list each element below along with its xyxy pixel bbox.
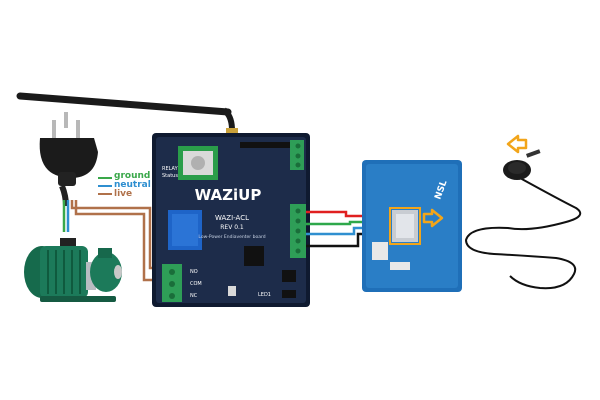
legend-live: live [114, 189, 132, 199]
probe-highlight-arrow-icon [506, 134, 528, 154]
waziup-board: WAZiUP WAZI-ACL REV 0.1 Low-Power Endiav… [152, 133, 310, 307]
legend-ground: ground [114, 171, 150, 181]
relay-label: RELAY [162, 166, 179, 172]
board-tagline: Low-Power Endiaventer board [198, 234, 265, 240]
water-pump [24, 238, 122, 302]
status-label: Status [162, 173, 178, 179]
sensor-highlight-arrow-icon [422, 208, 444, 228]
board-revision: REV 0.1 [220, 224, 244, 231]
terminal-com: COM [190, 281, 202, 287]
terminal-no: NO [190, 269, 198, 275]
led-label: LED1 [258, 292, 271, 298]
wire-legend: ground neutral live [98, 171, 151, 199]
board-model: WAZI-ACL [215, 214, 249, 222]
power-plug-icon [39, 112, 98, 207]
board-brand: WAZiUP [195, 186, 262, 204]
probe-cable [464, 177, 582, 290]
terminal-nc: NC [190, 293, 198, 299]
sensor-board: NSL [362, 160, 462, 292]
wire-green [306, 220, 372, 226]
wire-red [306, 210, 372, 218]
probe-sensor [464, 134, 582, 290]
legend-neutral: neutral [114, 180, 151, 190]
